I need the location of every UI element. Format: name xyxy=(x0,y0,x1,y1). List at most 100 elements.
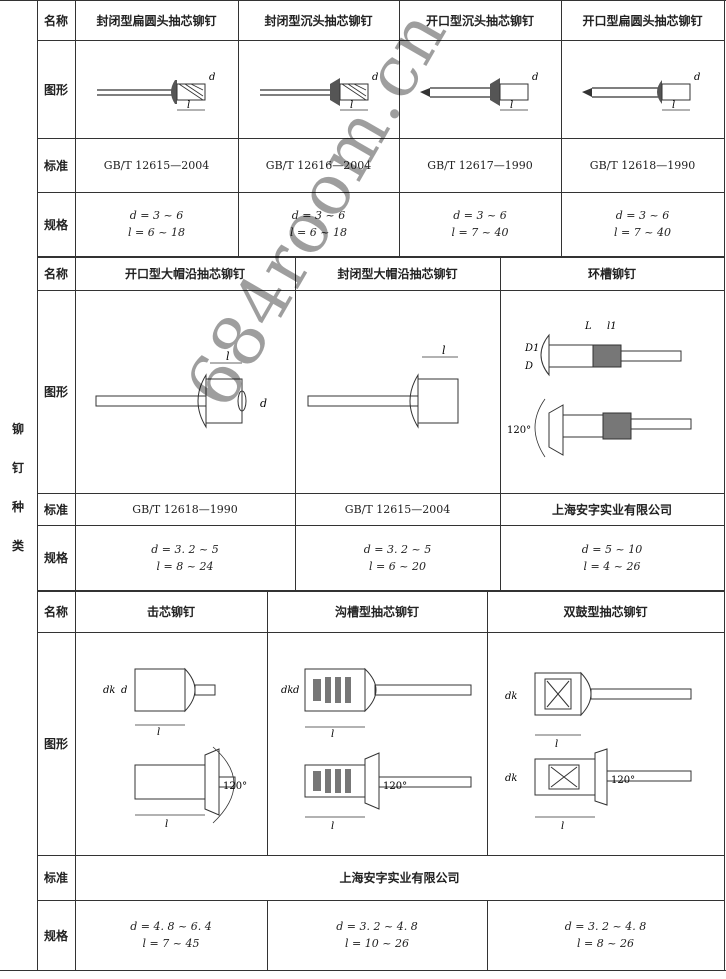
item-name: 环槽铆钉 xyxy=(587,266,636,281)
spec-d: d = 4. 8 ~ 6. 4 xyxy=(130,920,212,933)
dim-l: l xyxy=(331,821,334,832)
spec-d: d = 3 ~ 6 xyxy=(453,209,507,222)
item-spec: d = 5 ~ 10 l = 4 ~ 26 xyxy=(500,525,724,590)
angle-label: 120° xyxy=(507,425,531,436)
dim-l: l xyxy=(331,729,334,740)
item-name: 双鼓型抽芯铆钉 xyxy=(563,604,648,619)
item-standard: GB/T 12618—1990 xyxy=(589,158,696,172)
item-name: 沟槽型抽芯铆钉 xyxy=(334,604,419,619)
spec-d: d = 3. 2 ~ 5 xyxy=(151,542,219,556)
item-standard: 上海安字实业有限公司 xyxy=(551,502,672,517)
item-spec: d = 4. 8 ~ 6. 4 l = 7 ~ 45 xyxy=(75,900,267,970)
item-name: 开口型扁圆头抽芯铆钉 xyxy=(582,13,703,28)
row-label-figure: 图形 xyxy=(43,82,68,97)
dim-dk: dk xyxy=(505,691,517,702)
spec-l: l = 6 ~ 18 xyxy=(290,226,347,239)
dim-l: l xyxy=(510,100,513,111)
dim-d: d xyxy=(260,397,267,410)
row-label-figure: 图形 xyxy=(43,737,68,751)
item-spec: d = 3. 2 ~ 5 l = 6 ~ 20 xyxy=(295,525,500,590)
spec-l: l = 6 ~ 20 xyxy=(369,559,426,573)
item-name: 击芯铆钉 xyxy=(146,604,195,619)
spec-l: l = 10 ~ 26 xyxy=(345,937,409,950)
angle-label: 120° xyxy=(611,775,635,786)
rivet-figure-countersunk-closed: l d xyxy=(260,72,378,111)
rivet-figure-large-flange-closed: l xyxy=(307,345,459,429)
spec-d: d = 3 ~ 6 xyxy=(291,209,346,222)
dim-l: l xyxy=(226,350,230,363)
side-char: 种 xyxy=(11,500,24,514)
dim-l: l xyxy=(561,821,564,832)
spec-l: l = 8 ~ 26 xyxy=(577,937,634,950)
rivet-figure-double-drum: dk l 120° dk l xyxy=(505,671,692,832)
dim-l1: l1 xyxy=(607,321,617,332)
item-name: 封闭型沉头抽芯铆钉 xyxy=(264,13,373,28)
dim-dk: dk xyxy=(505,773,517,784)
row-label-standard: 标准 xyxy=(43,158,68,173)
spec-l: l = 4 ~ 26 xyxy=(583,559,641,573)
spec-d: d = 5 ~ 10 xyxy=(581,542,643,556)
spec-l: l = 8 ~ 24 xyxy=(156,559,214,573)
item-standard: GB/T 12615—2004 xyxy=(344,502,451,516)
angle-label: 120° xyxy=(383,781,407,792)
side-char: 类 xyxy=(11,539,24,553)
dim-l: l xyxy=(187,100,190,111)
dim-l: l xyxy=(672,100,675,111)
dim-l: l xyxy=(165,819,168,830)
rivet-figure-large-flange-open: l d xyxy=(95,350,267,429)
dim-d: d xyxy=(209,72,215,83)
item-standard: GB/T 12618—1990 xyxy=(132,502,238,516)
dim-L: L xyxy=(584,321,592,332)
dim-l: l xyxy=(350,100,353,111)
item-standard: 上海安字实业有限公司 xyxy=(339,871,460,885)
rivet-figure-grooved: dk d l 120° l xyxy=(281,667,472,832)
item-spec: d = 3 ~ 6 l = 6 ~ 18 xyxy=(75,192,238,256)
row-label-standard: 标准 xyxy=(43,871,68,885)
item-spec: d = 3 ~ 6 l = 7 ~ 40 xyxy=(561,192,724,256)
spec-d: d = 3. 2 ~ 4. 8 xyxy=(336,920,418,933)
item-name: 开口型沉头抽芯铆钉 xyxy=(425,13,534,28)
dim-D: D xyxy=(524,361,533,372)
item-name: 封闭型大帽沿抽芯铆钉 xyxy=(337,266,458,281)
dim-d: d xyxy=(372,72,378,83)
side-char: 钉 xyxy=(11,461,24,475)
side-label: 铆 钉 种 类 xyxy=(8,420,28,554)
item-standard: GB/T 12615—2004 xyxy=(103,158,210,172)
dim-d: d xyxy=(121,685,127,696)
item-spec: d = 3 ~ 6 l = 6 ~ 18 xyxy=(238,192,399,256)
row-label-name: 名称 xyxy=(43,13,68,28)
dim-d: d xyxy=(694,72,700,83)
dim-d: d xyxy=(293,685,299,696)
row-label-standard: 标准 xyxy=(43,502,68,517)
angle-label: 120° xyxy=(223,781,247,792)
row-label-spec: 规格 xyxy=(43,551,68,565)
item-name: 封闭型扁圆头抽芯铆钉 xyxy=(96,13,217,28)
rivet-figure-ring-groove: D1 D L l1 120° xyxy=(507,321,692,458)
item-spec: d = 3. 2 ~ 4. 8 l = 8 ~ 26 xyxy=(487,900,724,970)
side-char: 铆 xyxy=(11,422,24,436)
spec-l: l = 7 ~ 40 xyxy=(451,226,509,239)
spec-l: l = 6 ~ 18 xyxy=(128,226,185,239)
dim-dk: dk xyxy=(103,685,115,696)
rivet-figure-dome-open: l d xyxy=(582,72,700,111)
dim-d: d xyxy=(532,72,538,83)
row-label-spec: 规格 xyxy=(43,217,68,232)
row-label-name: 名称 xyxy=(43,266,68,281)
item-name: 开口型大帽沿抽芯铆钉 xyxy=(124,266,245,281)
dim-l: l xyxy=(555,739,558,750)
item-standard: GB/T 12616—2004 xyxy=(265,158,372,172)
row-label-name: 名称 xyxy=(43,604,68,619)
item-spec: d = 3. 2 ~ 4. 8 l = 10 ~ 26 xyxy=(267,900,487,970)
rivet-figure-dome-closed: l d xyxy=(97,72,215,111)
dim-dk: dk xyxy=(281,685,293,696)
item-spec: d = 3. 2 ~ 5 l = 8 ~ 24 xyxy=(75,525,295,590)
rivet-figure-countersunk-open: l d xyxy=(420,72,538,111)
spec-d: d = 3. 2 ~ 4. 8 xyxy=(564,920,647,933)
dim-l: l xyxy=(442,345,446,357)
dim-l: l xyxy=(157,727,160,738)
dim-D1: D1 xyxy=(524,343,539,354)
spec-d: d = 3. 2 ~ 5 xyxy=(363,542,432,556)
item-spec: d = 3 ~ 6 l = 7 ~ 40 xyxy=(399,192,561,256)
row-label-spec: 规格 xyxy=(43,928,68,943)
